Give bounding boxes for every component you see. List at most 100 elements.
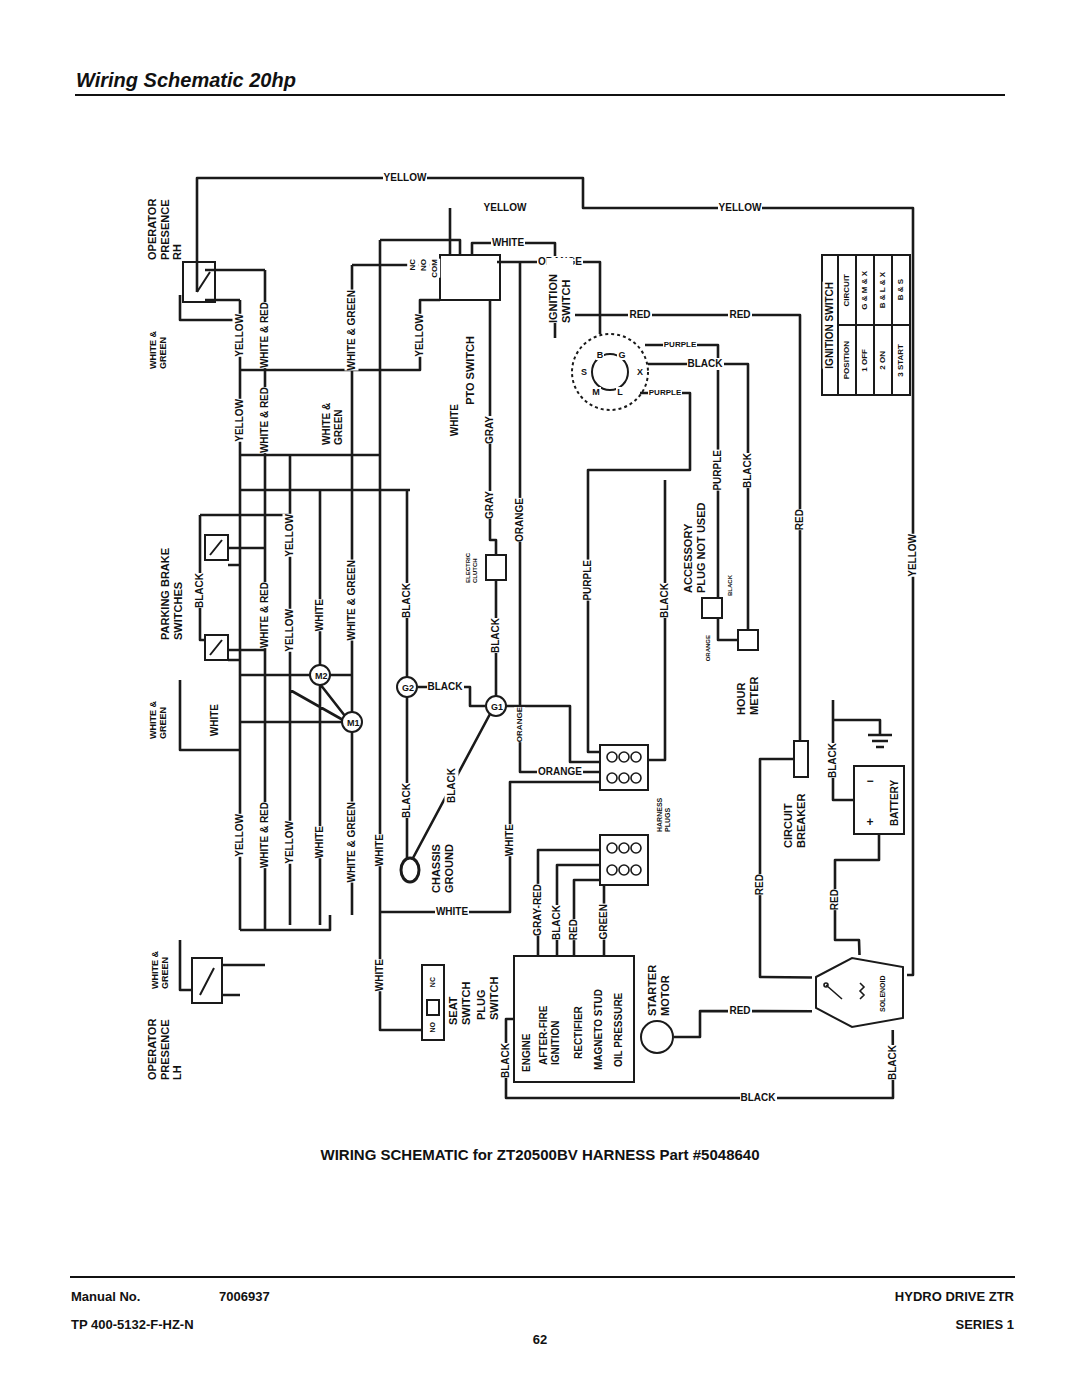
wire-label: BLACK [741, 453, 755, 488]
wire-label: YELLOW [233, 814, 247, 857]
battery-box: BATTERY [853, 765, 905, 835]
component-label: RECTIFIER [572, 1005, 587, 1059]
wire-label: ELECTRIC CLUTCH [464, 551, 480, 583]
wire-label: BLACK [826, 743, 840, 778]
wire-label: GRAY [483, 416, 497, 444]
wire-label: RED [728, 309, 751, 321]
plug-pin [619, 773, 629, 783]
wire-label: BLACK [400, 783, 414, 818]
solenoid-shape [816, 958, 903, 1027]
plug-pin [619, 865, 629, 875]
solenoid: SOLENOID [812, 955, 907, 1030]
wire-label: YELLOW [906, 534, 920, 577]
wire-label: NO [418, 259, 429, 271]
wire-label: NC [407, 259, 418, 271]
ignition-switch-body [572, 334, 648, 410]
wire-label: HYDRO DRIVE ZTR [894, 1290, 1015, 1305]
wire-label: X [636, 367, 644, 377]
plug-pin [607, 865, 617, 875]
junction-circle: G1 [485, 695, 507, 717]
wire-label: YELLOW [718, 202, 763, 214]
wire-label: YELLOW [233, 399, 247, 442]
wire-label: WHITE & GREEN [345, 802, 359, 883]
wire-label: COM [429, 259, 440, 278]
wire-label: RED [728, 1005, 751, 1017]
wire-label: PURPLE [581, 560, 595, 601]
plug-pin [619, 752, 629, 762]
plug-pin [631, 865, 641, 875]
component-label: G1 [490, 702, 506, 714]
schematic-caption: WIRING SCHEMATIC for ZT20500BV HARNESS P… [319, 1146, 760, 1163]
solenoid-outline [812, 955, 907, 1030]
wire-label: WHITE & GREEN [345, 560, 359, 641]
wire-label: YELLOW [383, 172, 428, 184]
wire-label: YELLOW [283, 821, 297, 864]
wire-label: BLACK [658, 583, 672, 618]
solenoid-contact-symbol [824, 983, 864, 999]
wire-label: PURPLE [663, 340, 697, 349]
wire-label: WHITE & RED [258, 302, 272, 368]
wire-label: PTO SWITCH [463, 336, 478, 405]
wire-label: GRAY-RED [531, 884, 545, 936]
junction-circle: M1 [341, 711, 363, 733]
wire-label: S [580, 367, 588, 377]
wire-label: NO [428, 1022, 438, 1033]
wire-label: + [865, 816, 874, 830]
wire-label: YELLOW [483, 202, 528, 214]
wire-label: HOUR METER [734, 665, 761, 715]
engine-box: ENGINEAFTER-FIRE IGNITIONRECTIFIERMAGNET… [513, 955, 635, 1083]
wire-label: RED [828, 889, 842, 910]
junction-circle: M2 [309, 664, 331, 686]
wire-label: BLACK [427, 681, 464, 693]
wire-label: M [591, 387, 601, 397]
junction-circle: G2 [396, 676, 418, 698]
wire-label: WHITE [435, 906, 469, 918]
wire-label: SEAT SWITCH [446, 975, 473, 1025]
wire-label: WHITE & GREEN [147, 321, 170, 369]
wire-label: WHITE & GREEN [147, 691, 170, 739]
component-label: SOLENOID [878, 974, 890, 1012]
wire-label: PURPLE [711, 450, 725, 491]
wire-label: L [616, 387, 624, 397]
wire-label: POSITION [841, 341, 852, 379]
wire-label: YELLOW [413, 314, 427, 357]
wire-connector [835, 835, 879, 955]
wire-label: RED [793, 509, 807, 530]
wire-label: ORANGE [514, 707, 525, 742]
circuit-breaker: CIRCUIT BREAKER [793, 740, 809, 778]
component-label: CIRCUIT BREAKER [781, 786, 810, 848]
wire-label: GRAY [483, 491, 497, 519]
wire-label: B & L & X [877, 272, 888, 308]
component-label: STARTER MOTOR [645, 958, 674, 1016]
wire-label: B [596, 350, 605, 360]
wire-label: WHITE & RED [258, 582, 272, 648]
wire-label: BLACK [740, 1092, 777, 1104]
wire-label: NC [428, 977, 438, 987]
starter-motor: STARTER MOTOR [640, 1020, 674, 1054]
plug-pin [631, 843, 641, 853]
wire-label: BLACK [193, 573, 207, 608]
component-label: M2 [314, 671, 330, 683]
wire-label: WHITE [313, 826, 327, 858]
component-label: G2 [401, 683, 417, 695]
wire-label: 1 OFF [859, 349, 870, 372]
component-label: M1 [346, 718, 362, 730]
wire-label: TP 400-5132-F-HZ-N [70, 1318, 195, 1333]
wire-label: WHITE [373, 834, 387, 866]
wire-label: 62 [532, 1333, 548, 1348]
wire-label: PURPLE [648, 388, 682, 397]
wire-label: BLACK [489, 618, 503, 653]
wire-label: SERIES 1 [954, 1318, 1015, 1333]
wire-label: BLACK [550, 905, 564, 940]
page-title: Wiring Schematic 20hp [75, 69, 297, 92]
plug-pin [607, 773, 617, 783]
wire-label: G & M & X [859, 271, 870, 310]
plug-pin [607, 752, 617, 762]
wire-label: PLUG SWITCH [474, 970, 501, 1020]
wire-label: WHITE & GREEN [149, 941, 172, 989]
wire-label: WHITE [313, 599, 327, 631]
wire-label: RED [567, 919, 581, 940]
wire-label: BLACK [726, 575, 735, 596]
wire-label: BLACK [445, 768, 459, 803]
wire-connector [760, 759, 812, 978]
